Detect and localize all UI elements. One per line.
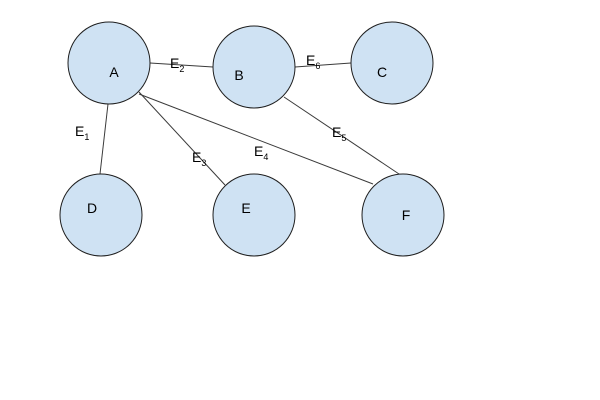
edge-label-e3-main: E (192, 149, 201, 165)
node-b[interactable]: B (212, 25, 296, 109)
node-a[interactable]: A (67, 21, 151, 105)
edge-label-e5: E5 (332, 124, 346, 143)
edge-line-e6 (294, 62, 352, 68)
node-e[interactable]: E (212, 173, 296, 257)
node-d-circle (59, 173, 143, 257)
edge-label-e1: E1 (75, 123, 89, 142)
node-a-label: A (109, 64, 119, 80)
edge-label-e2-main: E (170, 55, 179, 71)
edge-labels-layer: E1 E2 E3 E4 E5 E6 (75, 52, 346, 168)
edge-label-e4: E4 (254, 143, 268, 162)
edge-line-e3 (138, 91, 226, 186)
edge-label-e1-sub: 1 (84, 132, 89, 142)
node-f-circle (361, 173, 445, 257)
edge-label-e5-sub: 5 (341, 133, 346, 143)
edge-line-e4 (138, 93, 374, 185)
node-e-circle (212, 173, 296, 257)
edge-label-e1-main: E (75, 123, 84, 139)
edge-label-e3: E3 (192, 149, 206, 168)
edge-label-e3-sub: 3 (201, 158, 206, 168)
node-d-label: D (87, 200, 97, 216)
edge-label-e6: E6 (306, 52, 320, 71)
edge-label-e2: E2 (170, 55, 184, 74)
node-f-label: F (402, 207, 411, 223)
node-f[interactable]: F (361, 173, 445, 257)
node-b-circle (212, 25, 296, 109)
node-c-label: C (377, 64, 387, 80)
node-b-label: B (234, 67, 243, 83)
edge-label-e4-main: E (254, 143, 263, 159)
node-d[interactable]: D (59, 173, 143, 257)
node-e-label: E (241, 200, 250, 216)
node-c[interactable]: C (350, 21, 434, 105)
edges-layer (99, 62, 403, 186)
nodes-layer: A B C D E F (59, 21, 445, 257)
node-c-circle (350, 21, 434, 105)
edge-label-e6-main: E (306, 52, 315, 68)
edge-line-e5 (283, 96, 403, 177)
edge-label-e6-sub: 6 (315, 61, 320, 71)
edge-label-e4-sub: 4 (263, 152, 268, 162)
edge-label-e2-sub: 2 (179, 64, 184, 74)
edge-label-e5-main: E (332, 124, 341, 140)
edge-line-e1 (99, 103, 109, 175)
edge-line-e2 (149, 62, 214, 68)
node-a-circle (67, 21, 151, 105)
